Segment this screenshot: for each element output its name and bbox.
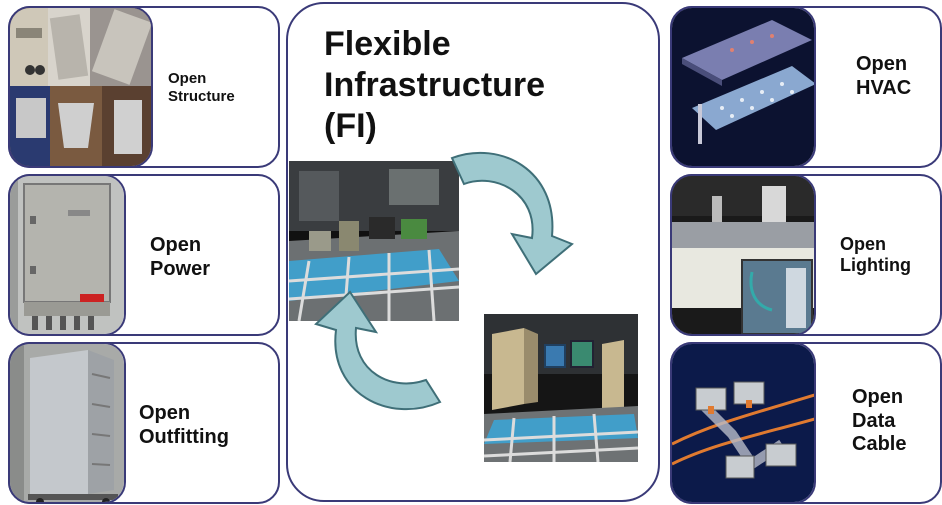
open-structure-label: Open Structure	[168, 70, 235, 105]
open-outfitting-label-line1: Open	[139, 402, 191, 424]
open-hvac-label: Open HVAC	[856, 53, 911, 100]
open-lighting-photo	[670, 174, 816, 336]
title-line2: Infrastructure	[324, 65, 546, 104]
curved-arrow-down-icon	[450, 151, 574, 276]
open-lighting-label: Open Lighting	[840, 234, 911, 276]
open-hvac-label-line1: Open	[856, 53, 908, 75]
open-power-label-line2: Power	[150, 257, 211, 280]
flexible-infrastructure-title: Flexible Infrastructure (FI)	[324, 24, 545, 146]
open-lighting-label-line2: Lighting	[840, 255, 911, 276]
curved-arrow-up-icon	[314, 290, 442, 411]
open-outfitting-label-line2: Outfitting	[139, 425, 229, 448]
title-line1: Flexible	[324, 25, 451, 63]
open-data-cable-label: Open Data Cable	[852, 386, 906, 457]
cycle-arrows	[314, 151, 574, 411]
open-power-label: Open Power	[150, 234, 210, 281]
open-data-cable-label-line2: Data	[852, 409, 896, 432]
open-hvac-photo	[670, 6, 816, 168]
open-hvac-label-line2: HVAC	[856, 76, 912, 99]
title-line3: (FI)	[324, 106, 377, 145]
open-structure-photo	[8, 6, 153, 168]
open-data-cable-label-line1: Open	[852, 386, 904, 408]
control-room-render-bottom	[484, 314, 638, 462]
open-power-label-line1: Open	[150, 234, 202, 256]
open-outfitting-photo	[8, 342, 126, 504]
open-outfitting-label: Open Outfitting	[139, 402, 229, 449]
open-data-cable-photo	[670, 342, 816, 504]
open-data-cable-label-line3: Cable	[852, 433, 907, 456]
open-structure-label-line1: Open	[168, 70, 207, 87]
open-structure-label-line2: Structure	[168, 87, 235, 105]
open-lighting-label-line1: Open	[840, 234, 887, 254]
open-power-photo	[8, 174, 126, 336]
control-room-render-top	[289, 161, 459, 321]
